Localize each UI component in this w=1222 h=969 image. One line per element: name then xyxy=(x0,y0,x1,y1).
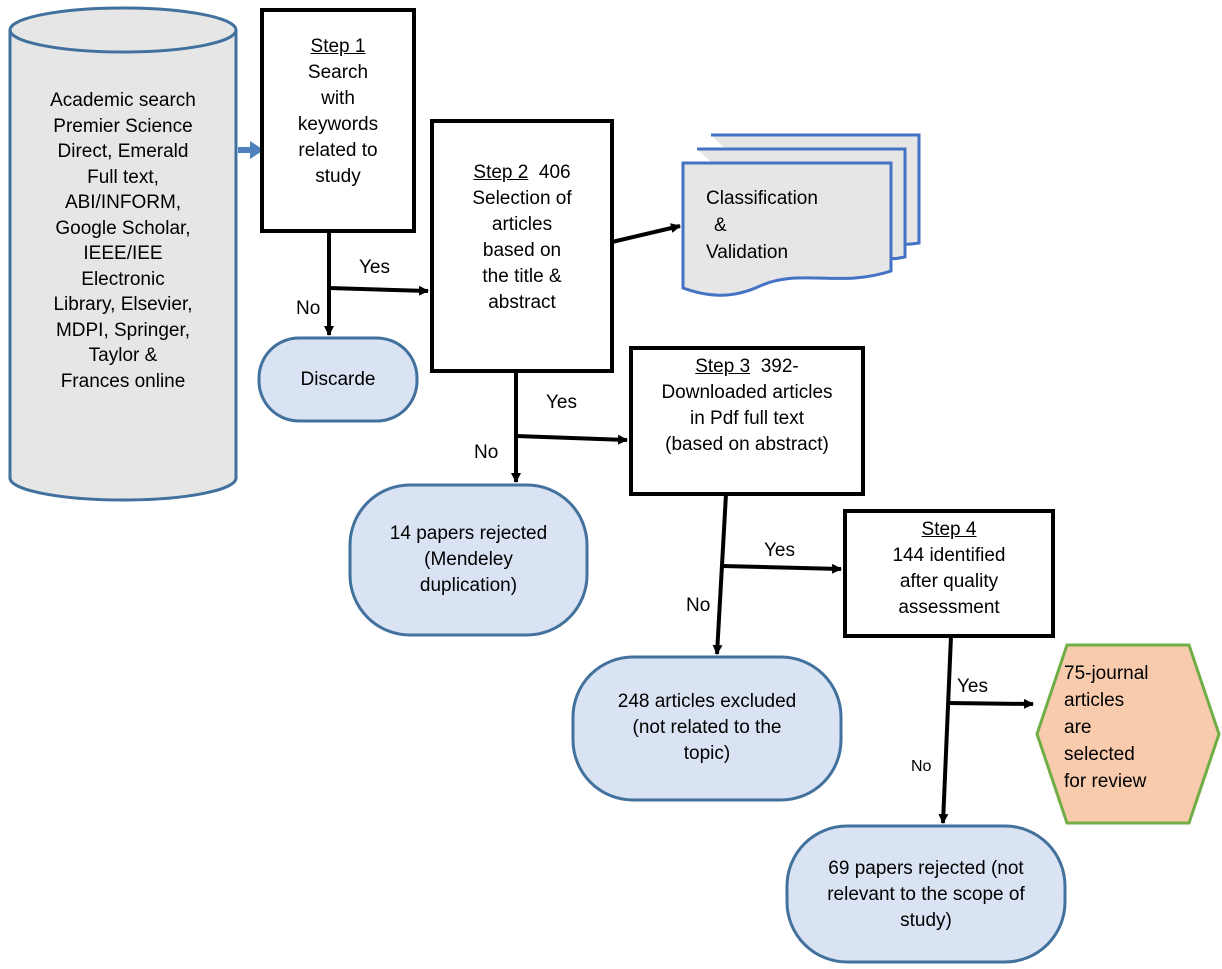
step2-line: Selection of xyxy=(472,188,572,209)
step2-heading: Step 2 xyxy=(473,162,529,183)
classification-document-stack xyxy=(681,133,921,297)
classification-text: Classification & Validation xyxy=(706,185,866,266)
rejected3-text: 69 papers rejected (not relevant to the … xyxy=(789,856,1063,934)
step1-line: related to xyxy=(298,140,378,161)
source-line: Taylor & xyxy=(88,345,158,366)
source-line: IEEE/IEE xyxy=(83,243,163,264)
rejected1-line: 14 papers rejected xyxy=(389,523,548,544)
step3-text: Step 3 392- Downloaded articles in Pdf f… xyxy=(633,354,861,458)
step2-count: 406 xyxy=(538,162,571,183)
no-label: No xyxy=(911,758,932,775)
step1-heading: Step 1 xyxy=(310,36,366,57)
step4-text: Step 4 144 identified after quality asse… xyxy=(847,517,1051,621)
rejected2-text: 248 articles excluded (not related to th… xyxy=(575,689,839,767)
rejected3-line: study) xyxy=(900,910,952,931)
step4-line: 144 identified xyxy=(892,545,1006,566)
source-to-step1-arrow xyxy=(238,141,264,159)
database-cylinder xyxy=(8,6,238,502)
rejected2-box xyxy=(571,655,843,802)
rejected1-box xyxy=(348,483,589,637)
selected-line: articles xyxy=(1064,690,1125,711)
step3-heading: Step 3 xyxy=(695,356,751,377)
rejected1-line: duplication) xyxy=(419,575,518,596)
step2-box xyxy=(430,119,614,373)
yes-label: Yes xyxy=(957,676,988,697)
selected-line: are xyxy=(1064,717,1092,738)
step4-heading: Step 4 xyxy=(921,519,977,540)
source-line: Direct, Emerald xyxy=(57,141,189,162)
step3-line: Downloaded articles xyxy=(661,382,833,403)
step3-line: in Pdf full text xyxy=(689,408,805,429)
selected-line: 75-journal xyxy=(1064,663,1149,684)
rejected1-text: 14 papers rejected (Mendeley duplication… xyxy=(352,521,585,599)
source-database-text: Academic search Premier Science Direct, … xyxy=(14,88,232,394)
step1-line: keywords xyxy=(297,114,379,135)
step1-text: Step 1 Search with keywords related to s… xyxy=(264,34,412,190)
step3-line: (based on abstract) xyxy=(665,434,829,455)
step2-text: Step 2 406 Selection of articles based o… xyxy=(434,160,610,316)
step2-line: the title & xyxy=(482,266,562,287)
step2-line: based on xyxy=(482,240,562,261)
source-line: Academic search xyxy=(50,90,196,111)
rejected3-box xyxy=(785,824,1067,964)
source-line: Google Scholar, xyxy=(55,217,191,239)
source-line: Library, Elsevier, xyxy=(53,294,193,315)
rejected3-line: 69 papers rejected (not xyxy=(828,858,1024,879)
no-label: No xyxy=(296,298,321,319)
yes-label: Yes xyxy=(764,540,795,561)
source-line: Premier Science xyxy=(53,115,193,137)
selected-line: selected xyxy=(1064,744,1135,765)
rejected1-line: (Mendeley xyxy=(424,549,513,570)
source-line: ABI/INFORM, xyxy=(64,192,182,213)
step2-line: abstract xyxy=(488,292,556,313)
step3-box xyxy=(629,346,865,496)
selected-hexagon xyxy=(1035,643,1221,825)
rejected2-line: (not related to the xyxy=(632,717,782,738)
source-line: Frances online xyxy=(60,370,186,392)
step4-line: assessment xyxy=(898,597,1000,618)
source-line: MDPI, Springer, xyxy=(55,319,191,341)
classification-line: Classification xyxy=(706,188,818,209)
step3-count: 392- xyxy=(760,356,799,377)
discard-box xyxy=(257,336,419,423)
step1-line: with xyxy=(321,88,355,109)
step1-box xyxy=(260,8,416,233)
step1-line: Search xyxy=(307,62,369,83)
rejected3-line: relevant to the scope of xyxy=(827,884,1025,905)
selected-text: 75-journal articles are selected for rev… xyxy=(1064,660,1184,795)
no-label: No xyxy=(686,595,711,616)
no-label: No xyxy=(474,442,499,463)
yes-label: Yes xyxy=(359,257,390,278)
classification-line: & xyxy=(714,215,727,236)
selected-line: for review xyxy=(1064,771,1147,792)
discard-text: Discarde xyxy=(300,369,376,390)
step4-line: after quality xyxy=(899,571,999,592)
source-line: Electronic xyxy=(81,268,165,290)
step1-line: study xyxy=(315,166,361,187)
rejected2-line: 248 articles excluded xyxy=(617,691,797,712)
rejected2-line: topic) xyxy=(683,743,731,764)
connectors xyxy=(324,223,1034,824)
classification-line: Validation xyxy=(706,242,789,263)
source-line: Full text, xyxy=(87,166,159,188)
yes-label: Yes xyxy=(546,392,577,413)
step2-line: articles xyxy=(491,214,553,235)
